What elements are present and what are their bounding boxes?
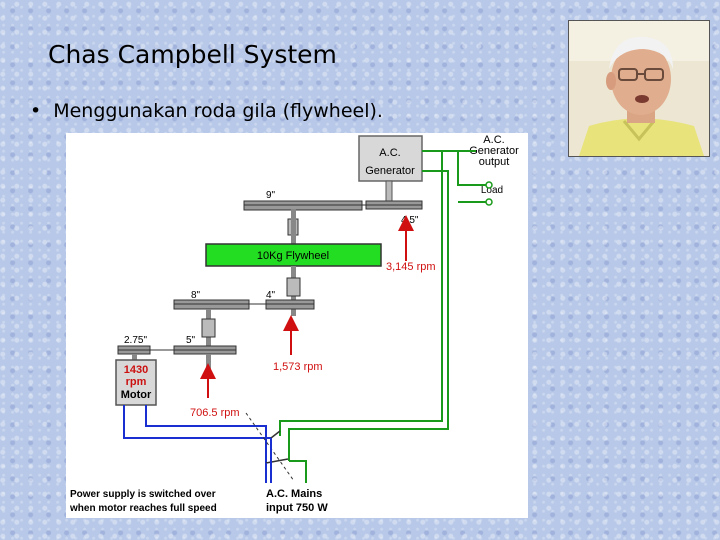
bullet-item: • Menggunakan roda gila (flywheel). — [30, 100, 383, 122]
generator-feed-wire — [279, 150, 443, 436]
generator-box — [358, 135, 423, 182]
mains-label-line1: A.C. Mains — [266, 488, 322, 500]
portrait-photo — [568, 20, 710, 157]
rpm-low-label: 706.5 rpm — [190, 407, 240, 419]
pulley-4-label: 4" — [266, 290, 276, 301]
lower-shaft-tail — [206, 354, 211, 372]
load-label: Load — [481, 185, 503, 196]
bullet-text: Menggunakan roda gila (flywheel). — [53, 100, 383, 122]
motor-label: Motor — [121, 389, 152, 401]
motor-shaft — [132, 354, 137, 360]
top-shaft — [291, 209, 296, 244]
middle-shaft-bearing — [286, 277, 301, 297]
rpm-mid-label: 1,573 rpm — [273, 361, 323, 373]
output-label-line1: A.C. — [483, 134, 504, 146]
power-note-line2: when motor reaches full speed — [69, 503, 217, 514]
switch-blade-1 — [270, 430, 281, 439]
slide-title: Chas Campbell System — [48, 40, 337, 69]
output-wire-bottom — [422, 170, 449, 181]
output-terminal-bottom — [485, 198, 493, 206]
motor-rpm-unit: rpm — [126, 376, 147, 388]
output-label-line3: output — [479, 156, 510, 168]
mains-label-line2: input 750 W — [266, 502, 328, 514]
generator-shaft — [385, 180, 393, 204]
pulley-2-75-label: 2.75" — [124, 335, 147, 346]
switch-link — [245, 412, 295, 482]
flywheel-label: 10Kg Flywheel — [257, 250, 329, 262]
motor-wire-2 — [145, 405, 267, 463]
motor-rpm-value: 1430 — [124, 364, 148, 376]
generator-feed-wire-2 — [288, 181, 449, 461]
motor-wire-1 — [123, 405, 271, 439]
power-note-line1: Power supply is switched over — [70, 489, 216, 500]
flywheel-diagram: A.C. Generator A.C. Generator output Loa… — [66, 133, 528, 518]
pulley-9-label: 9" — [266, 190, 276, 201]
lower-shaft-bearing — [201, 318, 216, 338]
switch-blade-2 — [265, 458, 289, 464]
portrait-image — [569, 21, 709, 156]
output-terminal-top — [485, 181, 493, 189]
pulley-5-label: 5" — [186, 335, 196, 346]
bullet-dot-icon: • — [30, 100, 42, 122]
pulley-4-5-label: 4.5" — [401, 215, 419, 226]
motor-box — [115, 359, 157, 406]
pulley-8-label: 8" — [191, 290, 201, 301]
output-label-line2: Generator — [469, 145, 519, 157]
generator-label-line1: A.C. — [379, 147, 400, 159]
mains-wire-green — [289, 460, 307, 483]
system-schematic: A.C. Generator A.C. Generator output Loa… — [69, 134, 519, 514]
generator-label-line2: Generator — [365, 165, 415, 177]
rpm-top-label: 3,145 rpm — [386, 261, 436, 273]
